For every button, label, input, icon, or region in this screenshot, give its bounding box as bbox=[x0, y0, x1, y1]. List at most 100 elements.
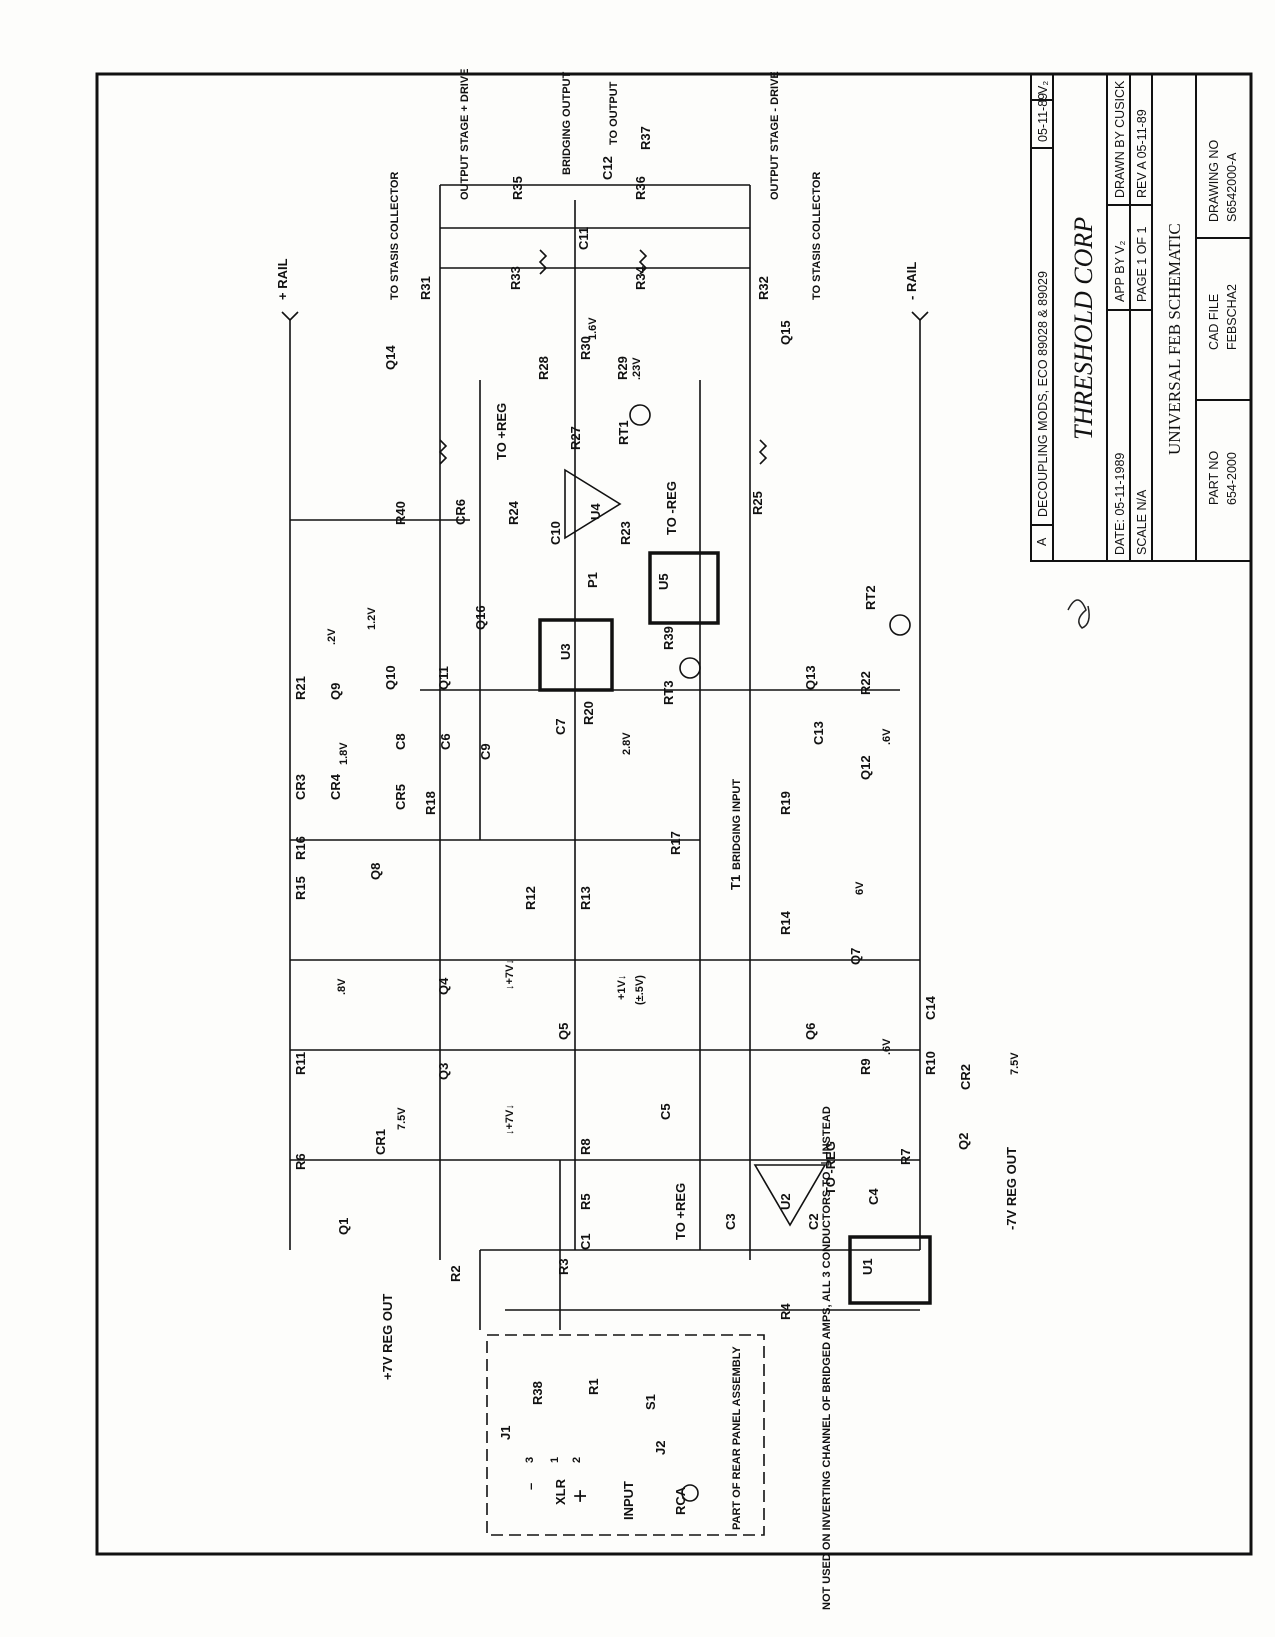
refdes-cr4: CR4 bbox=[328, 773, 343, 800]
refdes-u1: U1 bbox=[860, 1258, 875, 1275]
to-output-label: TO OUTPUT bbox=[608, 81, 620, 145]
drawing-border bbox=[95, 72, 1253, 1556]
component-symbols bbox=[438, 249, 911, 1502]
app-by-field: APP BY V₂ bbox=[1113, 240, 1127, 302]
volt-0-6-a: .6V bbox=[881, 728, 893, 745]
refdes-q14: Q14 bbox=[383, 345, 398, 370]
u4-plus-reg-label: TO +REG bbox=[494, 403, 509, 460]
refdes-r40: R40 bbox=[393, 501, 408, 525]
refdes-r12: R12 bbox=[523, 886, 538, 910]
input-panel-box bbox=[486, 1334, 765, 1536]
input-section: INPUT XLR RCA – + 3 1 2 PART OF REAR PAN… bbox=[523, 1106, 833, 1610]
refdes-c8: C8 bbox=[393, 733, 408, 750]
rev-field: REV A 05-11-89 bbox=[1135, 109, 1149, 198]
xlr-minus: – bbox=[523, 1483, 538, 1490]
refdes-u3: U3 bbox=[558, 643, 573, 660]
volt-1-2: 1.2V bbox=[366, 607, 378, 630]
refdes-c11: C11 bbox=[576, 227, 591, 250]
refdes-cr5: CR5 bbox=[393, 784, 408, 810]
refdes-q4: Q4 bbox=[436, 977, 451, 995]
voltage-annotations: 7.5V 7.5V .8V .2V 1.2V 1.8V 2.8V 1.6V .2… bbox=[326, 317, 1021, 1135]
drawing-no-label: DRAWING NO bbox=[1207, 140, 1221, 222]
refdes-q6: Q6 bbox=[803, 1023, 818, 1040]
refdes-r23: R23 bbox=[618, 521, 633, 545]
refdes-r19: R19 bbox=[778, 791, 793, 815]
u2-minus-reg-label: TO -REG bbox=[823, 1141, 838, 1195]
volt-1-6: 1.6V bbox=[587, 317, 599, 340]
u2-plus-reg-label: TO +REG bbox=[673, 1183, 688, 1240]
refdes-cr3: CR3 bbox=[293, 774, 308, 800]
company-name: THRESHOLD CORP bbox=[1069, 217, 1098, 440]
refdes-u2: U2 bbox=[778, 1193, 793, 1210]
output-plus-label: OUTPUT STAGE + DRIVE bbox=[459, 68, 471, 200]
inverting-note: NOT USED ON INVERTING CHANNEL OF BRIDGED… bbox=[820, 1106, 833, 1610]
stasis-top-label: TO STASIS COLLECTOR bbox=[389, 172, 401, 300]
refdes-r35: R35 bbox=[510, 176, 525, 200]
refdes-r38: R38 bbox=[530, 1381, 545, 1405]
wiring bbox=[281, 184, 932, 1330]
output-minus-label: OUTPUT STAGE - DRIVE bbox=[769, 71, 781, 200]
refdes-r17: R17 bbox=[668, 831, 683, 855]
pin-1: 1 bbox=[549, 1457, 561, 1463]
xlr-plus: + bbox=[567, 1489, 594, 1503]
refdes-t1: T1 bbox=[728, 875, 743, 890]
refdes-cr2: CR2 bbox=[958, 1064, 973, 1090]
refdes-q11: Q11 bbox=[436, 666, 451, 690]
refdes-r11: R11 bbox=[293, 1052, 308, 1075]
refdes-q5: Q5 bbox=[556, 1023, 571, 1040]
refdes-q3: Q3 bbox=[436, 1063, 451, 1080]
minus-rail-label: - RAIL bbox=[904, 262, 919, 300]
refdes-r2: R2 bbox=[448, 1265, 463, 1282]
refdes-r28: R28 bbox=[536, 356, 551, 380]
refdes-r3: R3 bbox=[556, 1258, 571, 1275]
volt-7-5-top: 7.5V bbox=[396, 1107, 408, 1130]
cad-file: FEBSCHA2 bbox=[1225, 284, 1239, 350]
stasis-bottom-label: TO STASIS COLLECTOR bbox=[811, 172, 823, 300]
refdes-r9: R9 bbox=[858, 1058, 873, 1075]
pin-2: 2 bbox=[571, 1457, 583, 1463]
volt-0-6-b: .6V bbox=[881, 1038, 893, 1055]
refdes-p1: P1 bbox=[585, 572, 600, 588]
refdes-q13: Q13 bbox=[803, 665, 818, 690]
refdes-c13: C13 bbox=[811, 721, 826, 745]
net-labels: + RAIL - RAIL TO STASIS COLLECTOR TO STA… bbox=[275, 68, 1019, 1380]
plus-rail-label: + RAIL bbox=[275, 258, 290, 300]
refdes-r10: R10 bbox=[923, 1051, 938, 1075]
title-block-text: A DECOUPLING MODS, ECO 89028 & 89029 05-… bbox=[1035, 80, 1239, 555]
refdes-u5: U5 bbox=[656, 573, 671, 590]
refdes-r29: R29 bbox=[615, 356, 630, 380]
part-no: 654-2000 bbox=[1225, 452, 1239, 505]
volt-0-23: .23V bbox=[631, 357, 643, 380]
refdes-r31: R31 bbox=[418, 276, 433, 300]
refdes-q8: Q8 bbox=[368, 863, 383, 880]
drawing-no: S6542000-A bbox=[1225, 152, 1239, 222]
refdes-r8: R8 bbox=[578, 1138, 593, 1155]
volt-7-5-bot: 7.5V bbox=[1009, 1052, 1021, 1075]
pin-3: 3 bbox=[524, 1457, 536, 1463]
refdes-r4: R4 bbox=[778, 1303, 793, 1320]
scale-field: SCALE N/A bbox=[1135, 489, 1149, 555]
rev-note: DECOUPLING MODS, ECO 89028 & 89029 bbox=[1036, 271, 1050, 517]
refdes-c7: C7 bbox=[553, 718, 568, 735]
refdes-q1: Q1 bbox=[336, 1218, 351, 1235]
refdes-r16: R16 bbox=[293, 836, 308, 860]
refdes-r14: R14 bbox=[778, 910, 793, 935]
refdes-u4: U4 bbox=[588, 503, 603, 520]
refdes-c14: C14 bbox=[923, 995, 938, 1020]
volt-0-2: .2V bbox=[326, 628, 338, 645]
input-title: INPUT bbox=[621, 1481, 636, 1520]
refdes-c12: C12 bbox=[600, 156, 615, 180]
bridging-input-label: BRIDGING INPUT bbox=[731, 779, 743, 870]
refdes-q7: Q7 bbox=[848, 948, 863, 965]
refdes-r27: R27 bbox=[568, 426, 583, 450]
refdes-cr6: CR6 bbox=[453, 499, 468, 525]
volt-1-8: 1.8V bbox=[338, 742, 350, 765]
bridging-output-label: BRIDGING OUTPUT bbox=[561, 71, 573, 175]
rev-initials: V₂ bbox=[1036, 81, 1050, 94]
refdes-r24: R24 bbox=[506, 500, 521, 525]
refdes-r34: R34 bbox=[633, 265, 648, 290]
refdes-r15: R15 bbox=[293, 876, 308, 900]
refdes-r5: R5 bbox=[578, 1193, 593, 1210]
